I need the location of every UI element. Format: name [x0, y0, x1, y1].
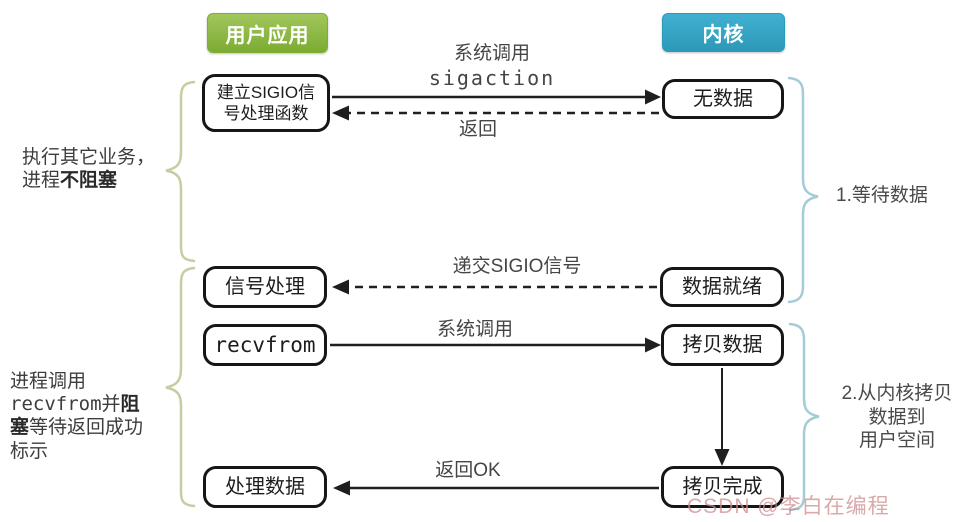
label-syscall-mid: 系统调用 — [436, 319, 513, 340]
node-signal-handle: 信号处理 — [203, 266, 327, 308]
kernel-header: 内核 — [662, 13, 785, 52]
node-copy-done-label: 拷贝完成 — [682, 475, 763, 498]
node-recvfrom-label: recvfrom — [214, 332, 316, 357]
annotation-nonblocking-line2: 进程不阻塞 — [22, 170, 118, 192]
annotation-wait-data: 1.等待数据 — [836, 185, 928, 206]
annotation-blocking-line1: 进程调用 — [10, 371, 87, 392]
annotation-blocking-line4: 标示 — [10, 440, 49, 462]
annotation-blocking-line3: 塞等待返回成功 — [10, 417, 144, 439]
node-copy-data-label: 拷贝数据 — [682, 333, 763, 356]
annotation-nonblocking: 执行其它业务， 进程不阻塞 — [22, 146, 182, 192]
csdn-watermark: CSDN @李白在编程 — [687, 495, 890, 518]
annotation-blocking-line2: recvfrom并阻 — [10, 393, 140, 416]
node-process-data-label: 处理数据 — [225, 475, 305, 498]
node-setup-line2: 号处理函数 — [223, 104, 309, 123]
user-app-header-label: 用户应用 — [225, 24, 310, 47]
annotation-copy-line1: 2.从内核拷贝 — [841, 383, 953, 404]
label-deliver-sigio: 递交SIGIO信号 — [452, 256, 582, 277]
node-no-data: 无数据 — [662, 79, 784, 119]
node-setup-line1: 建立SIGIO信 — [216, 82, 316, 102]
arrow-syscall-sigaction — [332, 89, 661, 105]
node-recvfrom: recvfrom — [203, 324, 327, 366]
annotation-copy-line3: 用户空间 — [858, 430, 935, 452]
arrow-deliver-sigio-dashed — [332, 279, 657, 295]
annotation-nonblocking-line1: 执行其它业务， — [22, 147, 156, 168]
node-data-ready: 数据就绪 — [660, 267, 784, 307]
arrow-copy-progress — [714, 368, 730, 466]
user-app-header: 用户应用 — [207, 13, 328, 53]
node-copy-data: 拷贝数据 — [661, 324, 784, 366]
label-return-ok: 返回OK — [435, 460, 501, 481]
node-no-data-label: 无数据 — [693, 87, 753, 110]
label-syscall-top: 系统调用 — [453, 43, 530, 64]
right-brace-copy-data — [788, 322, 820, 512]
annotation-blocking: 进程调用 recvfrom并阻 塞等待返回成功 标示 — [10, 370, 182, 463]
kernel-header-label: 内核 — [702, 24, 745, 46]
annotation-copy-line2: 数据到 — [868, 406, 926, 428]
label-return: 返回 — [458, 119, 497, 140]
node-data-ready-label: 数据就绪 — [682, 275, 762, 298]
label-sigaction: sigaction — [428, 66, 556, 90]
node-process-data: 处理数据 — [203, 466, 327, 508]
node-setup-sigio-handler: 建立SIGIO信 号处理函数 — [202, 74, 330, 132]
annotation-copy-kernel-to-user: 2.从内核拷贝 数据到 用户空间 — [836, 382, 958, 453]
right-brace-wait-data — [787, 76, 819, 304]
node-copy-done: 拷贝完成 — [661, 466, 784, 508]
node-signal-handle-label: 信号处理 — [225, 275, 305, 298]
